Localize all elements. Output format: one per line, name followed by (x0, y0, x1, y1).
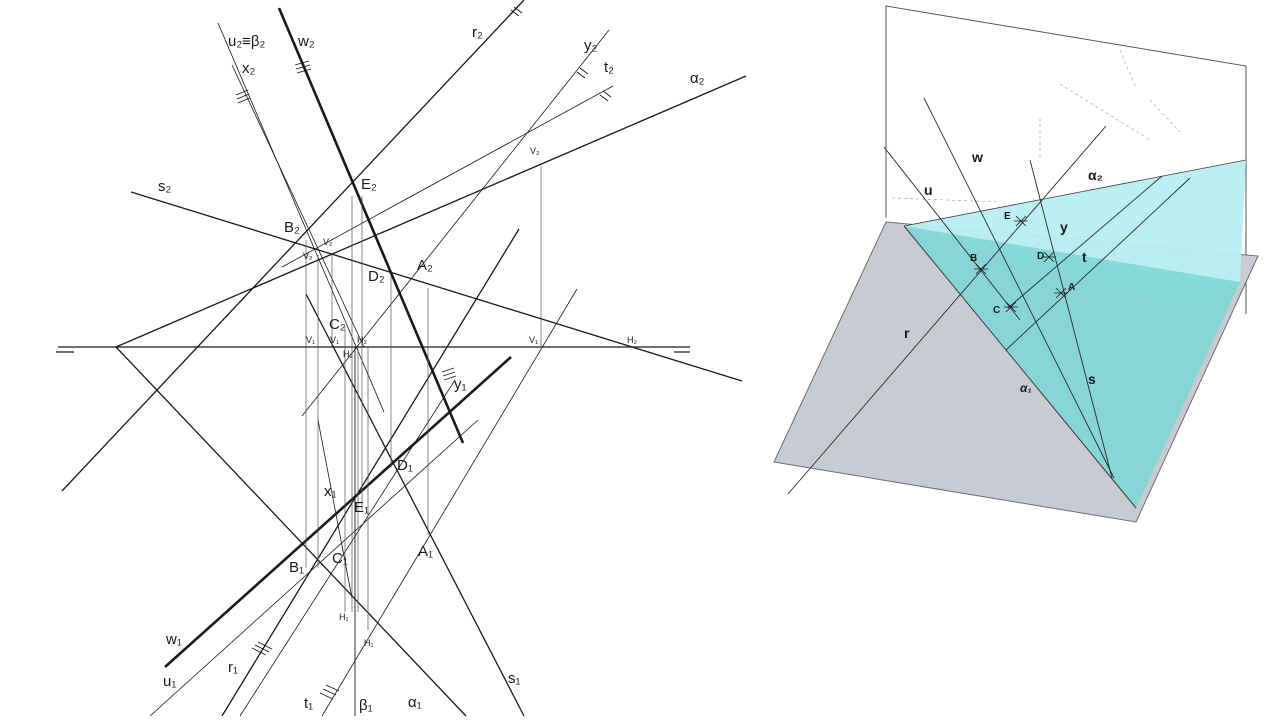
line-w-3d (923, 97, 1115, 479)
label-u1: u₁ (163, 673, 176, 690)
dashed-construction-lines (891, 49, 1181, 203)
plane-alpha-lower (904, 226, 1240, 508)
label-B-3d: B (970, 253, 977, 264)
s2-line (130, 191, 743, 382)
label-r1: r₁ (228, 659, 238, 676)
label-w-3d: w (971, 149, 983, 165)
label-alpha1-3d: α₁ (1020, 381, 1032, 395)
label-D-3d: D (1037, 251, 1044, 262)
label-y1: y₁ (454, 376, 467, 393)
label-V1-a: V₁ (306, 335, 315, 345)
label-u-3d: u (924, 182, 933, 198)
label-C-3d: C (993, 305, 1000, 316)
label-H1-b: H₁ (364, 638, 374, 648)
label-C1: C₁ (332, 550, 348, 567)
u1-line (149, 419, 479, 717)
axonometric-lines (787, 97, 1191, 495)
label-H2-c: H₂ (627, 335, 637, 345)
x1-line (317, 419, 353, 599)
y2-line (301, 29, 610, 417)
line-u-3d (883, 146, 1021, 321)
label-y2: y₂ (584, 37, 598, 54)
label-E2: E₂ (361, 176, 377, 193)
w2-line (277, 7, 465, 444)
ordinal-lines (305, 166, 542, 630)
axonometric-point-markers (974, 215, 1068, 313)
label-V2-small-a: V₂ (323, 237, 333, 247)
label-E1: E₁ (354, 499, 369, 516)
label-V1-c: V₁ (529, 335, 538, 345)
label-B2: B₂ (284, 219, 300, 236)
label-D1: D₁ (397, 457, 413, 474)
label-B1: B₁ (289, 559, 304, 576)
line-t-3d (1005, 177, 1191, 351)
label-r2: r₂ (472, 24, 483, 41)
r2-line (61, 0, 525, 492)
label-H2-a: H₂ (357, 335, 367, 345)
label-w1: w₁ (165, 631, 182, 648)
frontal-plane-outline (885, 5, 1247, 314)
y1-line (239, 379, 456, 717)
alpha2-trace-3d (903, 159, 1247, 227)
label-u2-beta2: u₂≡β₂ (228, 33, 266, 50)
alpha1-trace (115, 346, 467, 717)
orthographic-view (56, 0, 747, 717)
label-alpha1: α₁ (408, 694, 422, 711)
axonometric-view: w u α₂ y t r α₁ s E B D A C (773, 5, 1259, 523)
alpha2-trace (115, 75, 747, 348)
label-s1: s₁ (508, 670, 521, 687)
label-x1: x₁ (324, 483, 337, 500)
x2-line (231, 64, 365, 348)
label-V2-upper: V₂ (530, 146, 540, 156)
label-H1-a: H₁ (339, 612, 349, 622)
label-C2: C₂ (329, 316, 346, 333)
label-x2: x₂ (242, 60, 256, 77)
label-w2: w₂ (297, 33, 315, 50)
line-r-3d (787, 125, 1107, 495)
t1-line (321, 288, 578, 717)
label-r-3d: r (904, 325, 910, 341)
w1-line (164, 356, 512, 668)
orthographic-labels: u₂≡β₂ x₂ w₂ r₂ y₂ t₂ α₂ s₂ E₂ V₂ B₂ V₂ V… (158, 24, 705, 714)
label-A-3d: A (1068, 282, 1075, 293)
label-D2: D₂ (368, 268, 385, 285)
label-A2: A₂ (417, 257, 433, 274)
u2-beta2-line (217, 22, 385, 413)
s1-line (305, 293, 525, 717)
label-alpha2-3d: α₂ (1088, 167, 1103, 183)
line-s-3d (1029, 159, 1113, 479)
label-A1: A₁ (418, 543, 433, 560)
t2-line (281, 85, 614, 268)
label-s-3d: s (1088, 371, 1096, 387)
label-t-3d: t (1082, 249, 1087, 265)
label-E-3d: E (1004, 211, 1011, 222)
label-V1-b: V₁ (330, 335, 339, 345)
label-t1: t₁ (304, 695, 313, 712)
label-y-3d: y (1060, 219, 1068, 235)
line-y-3d (1007, 175, 1163, 309)
label-t2: t₂ (604, 59, 614, 76)
alpha1-trace-3d (903, 225, 1137, 509)
label-H2-b: H₂ (343, 349, 353, 359)
label-V2-small-b: V₂ (303, 251, 313, 261)
label-s2: s₂ (158, 178, 172, 195)
r1-line (221, 228, 520, 717)
label-alpha2: α₂ (690, 70, 705, 87)
label-beta1: β₁ (359, 697, 373, 714)
parallel-tick-marks (235, 6, 612, 700)
